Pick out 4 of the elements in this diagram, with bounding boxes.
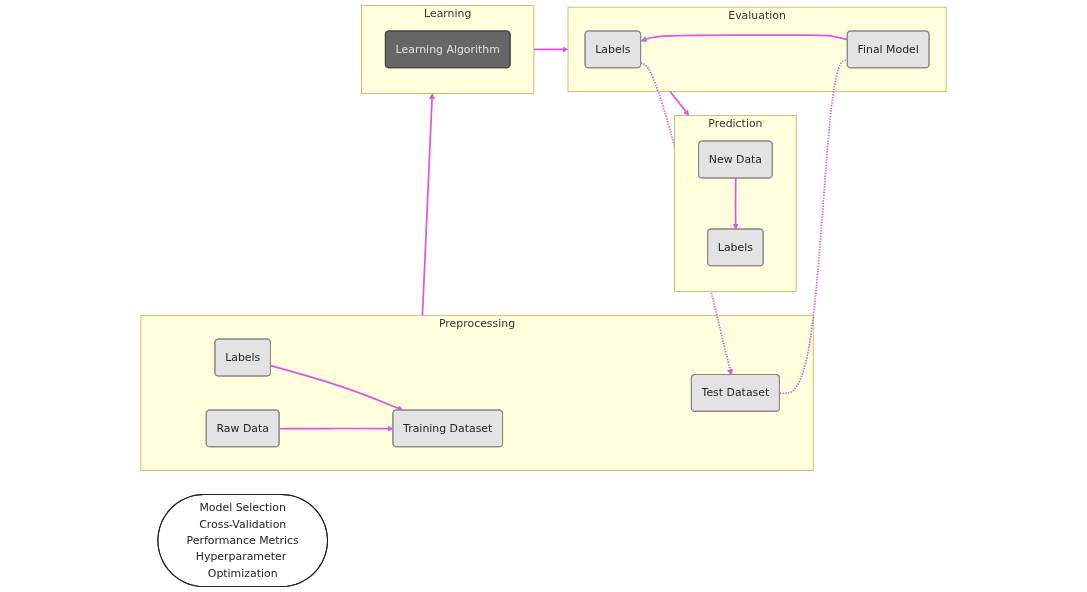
arrow bbox=[533, 46, 569, 53]
arrow bbox=[421, 93, 436, 317]
arrow bbox=[669, 90, 690, 116]
arrow bbox=[732, 177, 739, 230]
